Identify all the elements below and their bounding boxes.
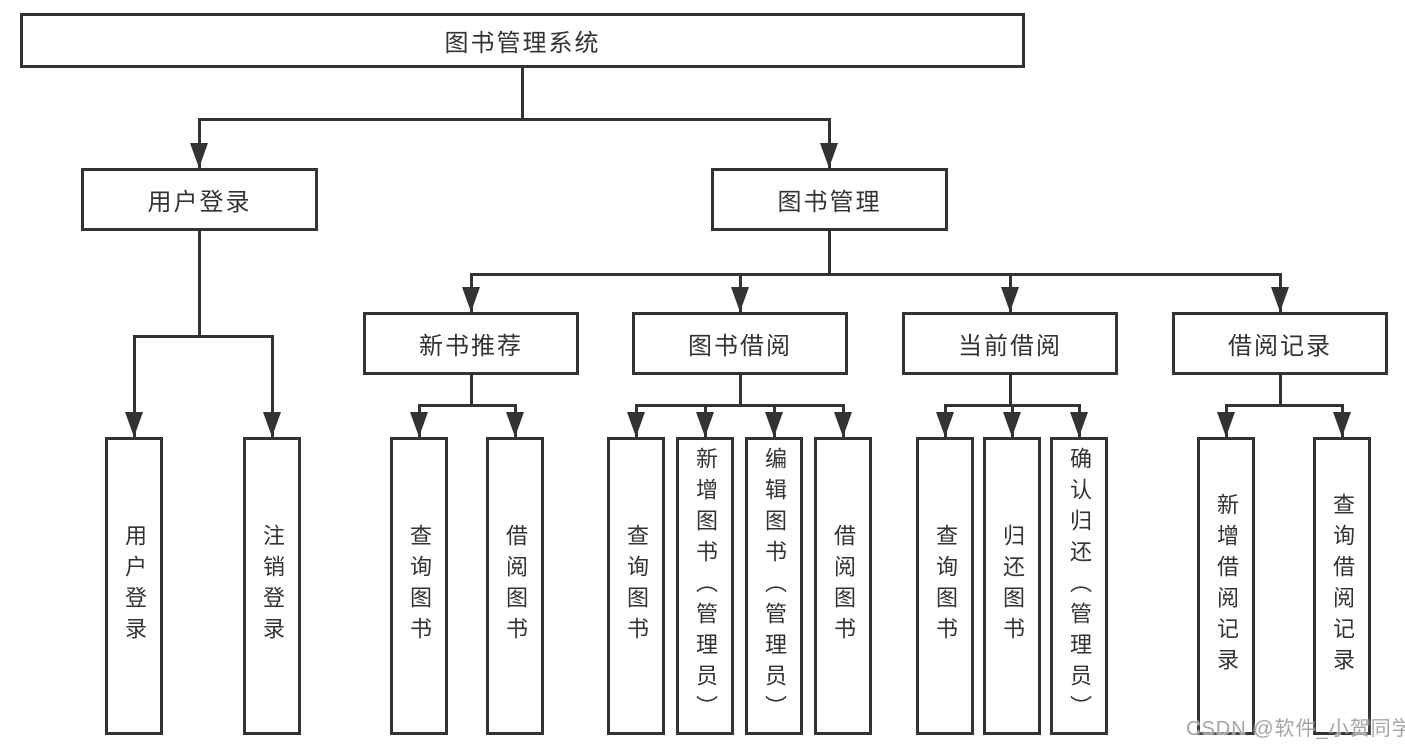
arrowhead-down-icon	[731, 287, 749, 312]
leaf-user-login-label: 用户登录	[122, 524, 147, 648]
connector-line	[1009, 375, 1012, 406]
leaf-add-borrow-record-label: 新增借阅记录	[1214, 493, 1239, 679]
leaf-query-borrow-record-label: 查询借阅记录	[1330, 493, 1355, 679]
arrowhead-down-icon	[125, 412, 143, 437]
arrowhead-down-icon	[627, 412, 645, 437]
connector-line	[271, 335, 274, 437]
leaf-confirm-return-admin-label: 确认归还（管理员）	[1067, 446, 1092, 726]
arrowhead-down-icon	[1271, 287, 1289, 312]
leaf-add-books-admin: 新增图书（管理员）	[676, 437, 734, 735]
leaf-query-books-nb-label: 查询图书	[407, 524, 432, 648]
leaf-confirm-return-admin: 确认归还（管理员）	[1050, 437, 1108, 735]
arrowhead-down-icon	[1217, 412, 1235, 437]
leaf-query-books-bb: 查询图书	[607, 437, 665, 735]
arrowhead-down-icon	[263, 412, 281, 437]
connector-line	[739, 375, 742, 406]
node-current-borrow-label: 当前借阅	[958, 333, 1062, 360]
connector-line	[133, 335, 274, 338]
leaf-query-borrow-record: 查询借阅记录	[1313, 437, 1371, 735]
csdn-watermark: CSDN @软件_小贺同学	[1186, 718, 1405, 740]
connector-line	[1279, 375, 1282, 406]
arrowhead-down-icon	[410, 412, 428, 437]
node-current-borrow: 当前借阅	[902, 312, 1118, 375]
leaf-user-login: 用户登录	[105, 437, 163, 735]
connector-line	[1225, 404, 1344, 407]
leaf-edit-books-admin-label: 编辑图书（管理员）	[762, 446, 787, 726]
leaf-add-borrow-record: 新增借阅记录	[1197, 437, 1255, 735]
node-new-books-label: 新书推荐	[419, 333, 523, 360]
leaf-query-books-cb: 查询图书	[916, 437, 974, 735]
node-root: 图书管理系统	[20, 13, 1025, 68]
leaf-borrow-books-nb: 借阅图书	[486, 437, 544, 735]
arrowhead-down-icon	[936, 412, 954, 437]
arrowhead-down-icon	[834, 412, 852, 437]
leaf-query-books-cb-label: 查询图书	[933, 524, 958, 648]
arrowhead-down-icon	[820, 143, 838, 168]
leaf-return-books-label: 归还图书	[1000, 524, 1025, 648]
arrowhead-down-icon	[462, 287, 480, 312]
leaf-borrow-books-bb-label: 借阅图书	[831, 524, 856, 648]
arrowhead-down-icon	[1003, 412, 1021, 437]
arrowhead-down-icon	[765, 412, 783, 437]
connector-line	[418, 404, 517, 407]
leaf-borrow-books-bb: 借阅图书	[814, 437, 872, 735]
node-root-label: 图书管理系统	[444, 30, 601, 57]
node-user-login: 用户登录	[81, 168, 318, 231]
leaf-logout: 注销登录	[243, 437, 301, 735]
leaf-borrow-books-nb-label: 借阅图书	[503, 524, 528, 648]
leaf-return-books: 归还图书	[983, 437, 1041, 735]
connector-line	[198, 231, 201, 337]
node-borrow-records: 借阅记录	[1172, 312, 1388, 375]
node-book-borrow-label: 图书借阅	[688, 333, 792, 360]
arrowhead-down-icon	[190, 143, 208, 168]
connector-line	[470, 375, 473, 406]
connector-line	[828, 231, 831, 275]
node-borrow-records-label: 借阅记录	[1228, 333, 1332, 360]
node-book-mgmt: 图书管理	[711, 168, 948, 231]
connector-line	[521, 68, 524, 118]
node-user-login-label: 用户登录	[147, 189, 252, 216]
node-book-borrow: 图书借阅	[632, 312, 848, 375]
connector-line	[470, 273, 1282, 276]
node-new-books: 新书推荐	[363, 312, 579, 375]
connector-line	[133, 335, 136, 437]
leaf-logout-label: 注销登录	[260, 524, 285, 648]
connector-line	[198, 118, 831, 121]
arrowhead-down-icon	[506, 412, 524, 437]
leaf-query-books-bb-label: 查询图书	[624, 524, 649, 648]
leaf-add-books-admin-label: 新增图书（管理员）	[693, 446, 718, 726]
connector-line	[635, 404, 845, 407]
arrowhead-down-icon	[1333, 412, 1351, 437]
arrowhead-down-icon	[1001, 287, 1019, 312]
node-book-mgmt-label: 图书管理	[777, 189, 882, 216]
leaf-query-books-nb: 查询图书	[390, 437, 448, 735]
arrowhead-down-icon	[696, 412, 714, 437]
arrowhead-down-icon	[1070, 412, 1088, 437]
leaf-edit-books-admin: 编辑图书（管理员）	[745, 437, 803, 735]
